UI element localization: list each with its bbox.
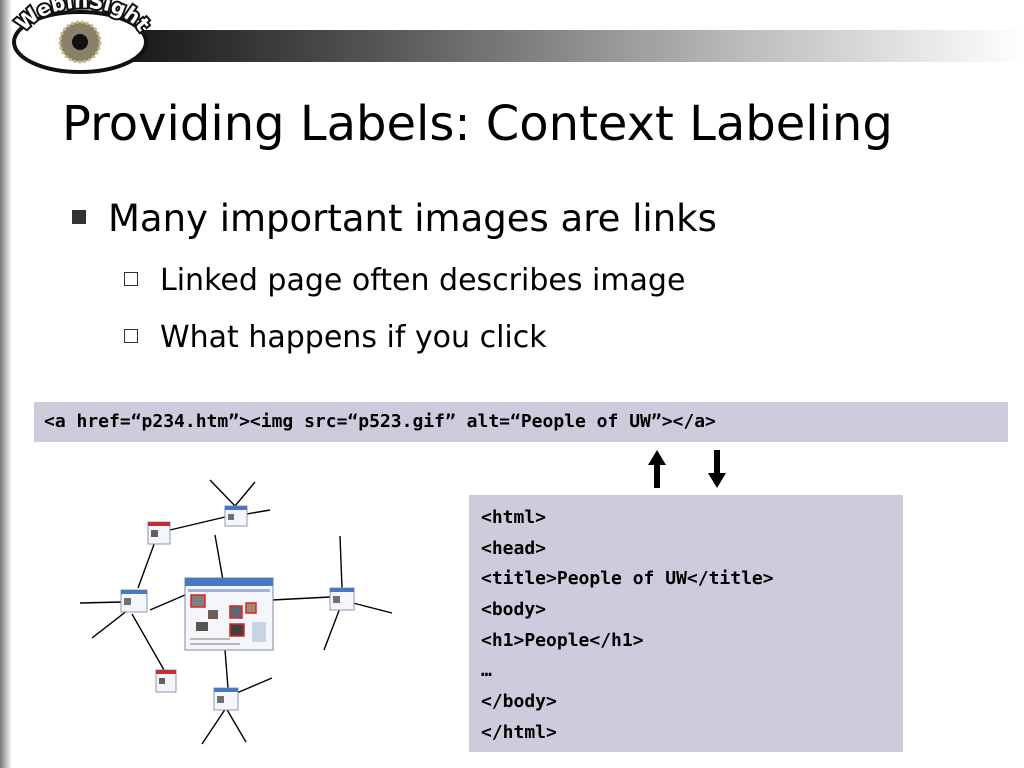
left-gradient-bar (0, 0, 12, 768)
eye-icon (58, 20, 102, 64)
linked-page-thumbnail (147, 521, 171, 545)
html-source-line: <body> (481, 599, 547, 621)
hollow-square-bullet-icon (124, 328, 138, 343)
linked-pages-graph (79, 479, 393, 745)
sub-bullet-item: Linked page often describes image (124, 263, 685, 298)
html-source-line: <title>People of UW</title> (481, 568, 774, 590)
linked-page-thumbnail (224, 505, 248, 527)
header-gradient-bar (100, 30, 1024, 62)
linked-page-thumbnail (213, 687, 239, 711)
html-source-line: <html> (481, 507, 547, 528)
html-source-line: </body> (481, 691, 557, 713)
page-title: Providing Labels: Context Labeling (62, 96, 893, 152)
linked-page-thumbnail (155, 669, 177, 693)
html-source-line: … (481, 660, 492, 682)
square-bullet-icon (72, 209, 86, 224)
html-source-line: <head> (481, 537, 547, 559)
bullet-item: Many important images are links (72, 197, 717, 240)
sub-bullet-text: What happens if you click (160, 320, 547, 355)
sub-bullet-item: What happens if you click (124, 320, 547, 355)
sub-bullet-text: Linked page often describes image (160, 263, 686, 298)
anchor-code-snippet: <a href=“p234.htm”><img src=“p523.gif” a… (34, 402, 1008, 442)
bullet-text: Many important images are links (108, 197, 717, 240)
hollow-square-bullet-icon (124, 271, 138, 286)
html-source-line: <h1>People</h1> (481, 629, 644, 651)
down-arrow-icon (708, 450, 726, 488)
linked-page-thumbnail (329, 587, 355, 611)
up-arrow-icon (648, 450, 666, 488)
html-source-box: <html> <head> <title>People of UW</title… (469, 495, 903, 752)
linked-page-thumbnail (120, 589, 148, 613)
central-web-page (184, 577, 274, 651)
webinsight-logo: WebInSight (9, 0, 157, 74)
html-source-line: </html> (481, 721, 557, 743)
